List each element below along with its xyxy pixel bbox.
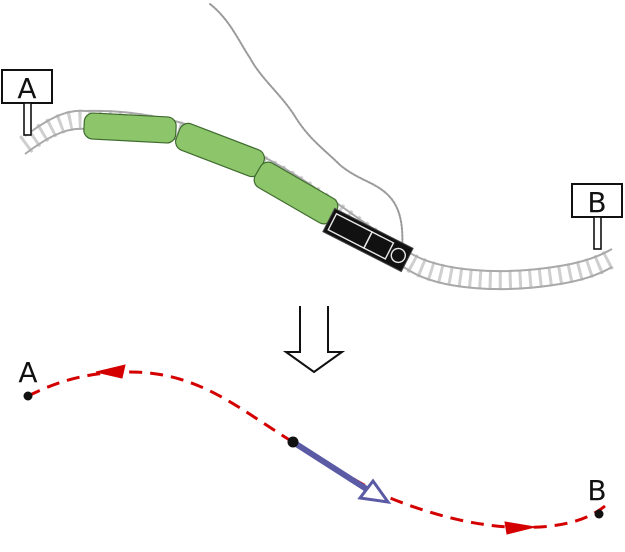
station-b-label: B bbox=[587, 186, 606, 219]
point-b-dot bbox=[594, 509, 604, 519]
direction-arrowhead-1 bbox=[95, 364, 126, 379]
station-sign-b: B bbox=[571, 183, 623, 250]
locomotive-chimney bbox=[390, 247, 406, 264]
velocity-vector bbox=[291, 439, 370, 493]
direction-arrowhead-2 bbox=[504, 521, 536, 535]
smoke-trail bbox=[209, 3, 404, 251]
top-scene: A B bbox=[1, 3, 623, 291]
locomotive bbox=[322, 207, 414, 273]
train-car-2 bbox=[174, 122, 266, 178]
train-position-dot bbox=[287, 436, 299, 448]
point-a-label: A bbox=[18, 356, 37, 389]
station-sign-a: A bbox=[1, 69, 53, 136]
double-down-arrow-icon bbox=[282, 306, 346, 374]
velocity-vector-arrowhead bbox=[357, 478, 392, 504]
trajectory-scene: A B bbox=[18, 356, 607, 535]
point-a-dot bbox=[23, 391, 33, 401]
trajectory-path bbox=[27, 370, 606, 529]
train-car-3 bbox=[253, 161, 339, 225]
train-car-1 bbox=[83, 112, 177, 144]
train-cars bbox=[83, 112, 339, 225]
point-b-label: B bbox=[587, 474, 606, 507]
station-a-label: A bbox=[17, 72, 36, 105]
